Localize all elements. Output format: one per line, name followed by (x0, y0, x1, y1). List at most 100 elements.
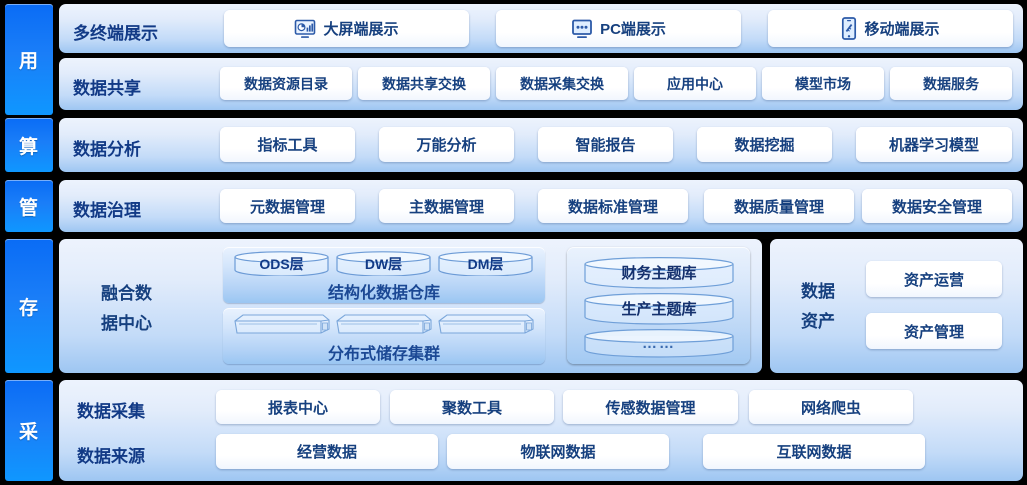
spine-cai-label: 采 (18, 422, 39, 443)
box-structured-data-warehouse: ODS层 DW层 DM层 结构化数据仓库 (223, 247, 545, 303)
spine-suan-label: 算 (18, 136, 39, 158)
button-application-center-label: 应用中心 (667, 75, 723, 92)
button-universal-analysis-label: 万能分析 (416, 137, 477, 154)
spine-suan[interactable]: 算 (5, 118, 53, 172)
row-label-multi-terminal: 多终端展示 (73, 24, 158, 43)
button-machine-learning-model-label: 机器学习模型 (888, 137, 979, 154)
cylinder-dm-layer-label: DM层 (467, 255, 504, 272)
button-mobile-display-label: 移动端展示 (864, 21, 940, 38)
panel-data-acquisition: 数据采集 报表中心 聚数工具 传感数据管理 网络爬虫 数据来源 经营数据 物联网… (59, 380, 1023, 481)
cylinder-ods-layer-label: ODS层 (259, 255, 304, 272)
server-node-1 (231, 312, 331, 336)
button-report-center[interactable]: 报表中心 (216, 390, 380, 424)
button-asset-management[interactable]: 资产管理 (866, 313, 1002, 349)
cylinder-finance-subject-db[interactable]: 财务主题库 (583, 256, 735, 289)
cylinder-dw-layer-label: DW层 (364, 255, 403, 272)
button-mobile-display[interactable]: 移动端展示 (768, 10, 1013, 47)
button-application-center[interactable]: 应用中心 (634, 67, 756, 100)
button-sensor-data-management[interactable]: 传感数据管理 (563, 390, 738, 424)
spine-cai[interactable]: 采 (5, 380, 53, 481)
button-bigscreen-display[interactable]: 大屏端展示 (224, 10, 469, 47)
button-web-crawler-label: 网络爬虫 (800, 399, 861, 417)
button-asset-operation[interactable]: 资产运营 (866, 261, 1002, 297)
button-internet-data[interactable]: 互联网数据 (703, 434, 925, 469)
row-label-data-source: 数据来源 (77, 447, 145, 466)
button-asset-operation-label: 资产运营 (903, 271, 964, 289)
cylinder-dm-layer: DM层 (437, 251, 534, 276)
data-assets-label-line1: 数据 (801, 282, 835, 301)
cylinder-production-subject-db[interactable]: 生产主题库 (583, 292, 735, 325)
button-machine-learning-model[interactable]: 机器学习模型 (856, 127, 1012, 162)
spine-guan-label: 管 (18, 197, 39, 219)
mobile-phone-icon (841, 16, 857, 41)
row-label-data-governance: 数据治理 (73, 201, 141, 220)
button-data-quality-management[interactable]: 数据质量管理 (704, 189, 854, 223)
cylinder-more-subject-db[interactable]: …… (583, 328, 735, 358)
button-pc-display-label: PC端展示 (600, 21, 666, 38)
button-master-data-management[interactable]: 主数据管理 (379, 189, 514, 223)
bigscreen-dashboard-icon (294, 19, 316, 39)
spine-guan[interactable]: 管 (5, 180, 53, 232)
fusion-data-center-label: 融合数 据中心 (101, 279, 152, 339)
button-metadata-management[interactable]: 元数据管理 (220, 189, 355, 223)
button-data-service-label: 数据服务 (923, 75, 979, 92)
cylinder-finance-subject-db-label: 财务主题库 (621, 265, 697, 282)
button-web-crawler[interactable]: 网络爬虫 (749, 390, 913, 424)
button-metadata-management-label: 元数据管理 (249, 198, 325, 216)
button-indicator-tool[interactable]: 指标工具 (220, 127, 355, 162)
button-data-resource-catalog-label: 数据资源目录 (244, 75, 328, 92)
cylinder-ods-layer: ODS层 (233, 251, 330, 276)
button-data-standard-management[interactable]: 数据标准管理 (538, 189, 688, 223)
button-data-security-management[interactable]: 数据安全管理 (862, 189, 1012, 223)
server-node-3 (435, 312, 535, 336)
panel-multi-terminal: 多终端展示 大屏端展示 (59, 4, 1023, 53)
panel-data-assets: 数据 资产 资产运营 资产管理 (770, 239, 1023, 373)
button-model-market-label: 模型市场 (795, 75, 851, 92)
button-iot-data[interactable]: 物联网数据 (447, 434, 669, 469)
button-model-market[interactable]: 模型市场 (762, 67, 884, 100)
button-data-standard-management-label: 数据标准管理 (567, 198, 658, 216)
server-node-2 (333, 312, 433, 336)
button-data-mining[interactable]: 数据挖掘 (697, 127, 832, 162)
button-intelligent-report-label: 智能报告 (575, 137, 636, 154)
panel-data-governance: 数据治理 元数据管理 主数据管理 数据标准管理 数据质量管理 数据安全管理 (59, 180, 1023, 232)
spine-cun[interactable]: 存 (5, 239, 53, 373)
button-aggregation-tool-label: 聚数工具 (441, 399, 502, 417)
row-label-data-analysis: 数据分析 (73, 140, 141, 159)
data-assets-label-line2: 资产 (801, 312, 835, 331)
data-assets-label: 数据 资产 (790, 277, 846, 337)
caption-distributed-storage-cluster: 分布式储存集群 (327, 346, 440, 363)
button-data-collect-exchange-label: 数据采集交换 (520, 75, 604, 92)
spine-yong-label: 用 (18, 51, 39, 72)
caption-structured-data-warehouse: 结构化数据仓库 (327, 285, 440, 302)
button-business-data[interactable]: 经营数据 (216, 434, 438, 469)
button-data-share-exchange[interactable]: 数据共享交换 (358, 67, 490, 100)
button-indicator-tool-label: 指标工具 (257, 137, 318, 154)
button-data-security-management-label: 数据安全管理 (891, 198, 982, 216)
button-data-service[interactable]: 数据服务 (890, 67, 1012, 100)
spine-yong[interactable]: 用 (5, 4, 53, 115)
button-aggregation-tool[interactable]: 聚数工具 (390, 390, 554, 424)
panel-data-analysis: 数据分析 指标工具 万能分析 智能报告 数据挖掘 机器学习模型 (59, 118, 1023, 172)
cylinder-more-subject-db-label: …… (642, 334, 676, 352)
button-universal-analysis[interactable]: 万能分析 (379, 127, 514, 162)
button-iot-data-label: 物联网数据 (520, 444, 596, 461)
monitor-icon (571, 19, 593, 39)
button-intelligent-report[interactable]: 智能报告 (538, 127, 673, 162)
panel-data-share: 数据共享 数据资源目录 数据共享交换 数据采集交换 应用中心 模型市场 数据服务 (59, 58, 1023, 110)
row-label-data-collection: 数据采集 (77, 402, 145, 421)
cylinder-production-subject-db-label: 生产主题库 (621, 301, 697, 318)
button-report-center-label: 报表中心 (267, 399, 328, 417)
button-data-resource-catalog[interactable]: 数据资源目录 (220, 67, 352, 100)
button-business-data-label: 经营数据 (296, 444, 357, 461)
panel-fusion-data-center: 融合数 据中心 ODS层 DW层 (59, 239, 762, 373)
button-master-data-management-label: 主数据管理 (408, 198, 484, 216)
button-bigscreen-display-label: 大屏端展示 (323, 21, 399, 38)
box-subject-databases: 财务主题库 生产主题库 …… (567, 247, 750, 364)
button-data-mining-label: 数据挖掘 (734, 137, 795, 154)
fusion-data-center-label-line2: 据中心 (101, 314, 152, 333)
button-sensor-data-management-label: 传感数据管理 (605, 399, 696, 417)
button-pc-display[interactable]: PC端展示 (496, 10, 741, 47)
button-data-collect-exchange[interactable]: 数据采集交换 (496, 67, 628, 100)
